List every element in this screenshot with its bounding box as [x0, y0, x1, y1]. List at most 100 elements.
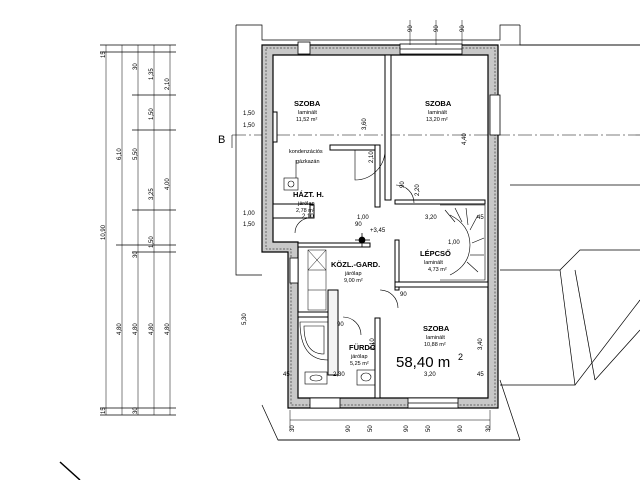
svg-text:2,10: 2,10 [302, 214, 314, 220]
svg-text:45: 45 [283, 372, 290, 378]
svg-text:járólap: járólap [350, 354, 368, 360]
staircase [440, 204, 486, 281]
svg-text:laminált: laminált [298, 110, 317, 116]
boiler-label: kondenzációs gázkazán [289, 149, 323, 165]
level-marker [355, 233, 370, 247]
svg-text:11,52 m²: 11,52 m² [296, 117, 317, 123]
svg-text:LÉPCSŐ: LÉPCSŐ [420, 249, 451, 258]
section-mark: B [218, 134, 225, 146]
svg-text:2,10: 2,10 [370, 338, 376, 350]
svg-text:gázkazán: gázkazán [296, 159, 320, 165]
room-szoba-2: SZOBA laminált 13,20 m² [425, 99, 452, 123]
svg-text:4,80: 4,80 [149, 323, 155, 335]
bathroom-fixtures [299, 321, 376, 386]
svg-text:13,20 m²: 13,20 m² [426, 117, 448, 123]
svg-text:45: 45 [477, 215, 484, 221]
roof-right [500, 44, 640, 386]
svg-text:30: 30 [290, 425, 296, 432]
svg-text:4,80: 4,80 [133, 323, 139, 335]
svg-text:90: 90 [355, 222, 362, 228]
svg-text:2,10: 2,10 [369, 151, 375, 163]
total-area: 58,40 m 2 [396, 352, 463, 371]
svg-text:9,00 m²: 9,00 m² [344, 278, 363, 284]
svg-text:3,60: 3,60 [362, 118, 368, 130]
svg-text:30: 30 [133, 63, 139, 70]
roof-outline [235, 24, 640, 441]
svg-text:4,80: 4,80 [165, 323, 171, 335]
svg-text:90: 90 [346, 425, 352, 432]
svg-text:3,20: 3,20 [424, 372, 436, 378]
svg-text:3,25: 3,25 [149, 188, 155, 200]
room-haztartas: HÁZT. H. járólap 2,78 m² [293, 190, 324, 214]
windows [289, 41, 501, 409]
svg-text:10,90: 10,90 [101, 224, 107, 240]
svg-text:SZOBA: SZOBA [294, 99, 321, 108]
svg-text:5,50: 5,50 [133, 148, 139, 160]
svg-text:45: 45 [477, 372, 484, 378]
svg-text:KÖZL.-GARD.: KÖZL.-GARD. [331, 260, 380, 269]
svg-text:50: 50 [426, 425, 432, 432]
svg-text:4,00: 4,00 [165, 178, 171, 190]
svg-text:30: 30 [133, 251, 139, 258]
svg-text:4,80: 4,80 [117, 323, 123, 335]
dim-lines-topbottom [289, 20, 491, 430]
svg-text:1,35: 1,35 [149, 68, 155, 80]
level-label: +3,45 [370, 228, 386, 234]
svg-text:2: 2 [458, 352, 463, 362]
dim-text-left: 15 10,90 15 6,10 4,80 30 5,50 30 4,80 30… [101, 51, 171, 414]
svg-text:laminált: laminált [426, 335, 445, 341]
svg-text:SZOBA: SZOBA [425, 99, 452, 108]
section-line-b [231, 134, 640, 148]
north-arrow-icon [59, 461, 81, 480]
svg-text:90: 90 [434, 25, 440, 32]
svg-text:FÜRDŐ: FÜRDŐ [349, 343, 376, 352]
svg-text:laminált: laminált [424, 260, 443, 266]
svg-text:HÁZT. H.: HÁZT. H. [293, 190, 324, 199]
svg-text:90: 90 [400, 181, 406, 188]
svg-text:10,88 m²: 10,88 m² [424, 342, 446, 348]
svg-text:5,25 m²: 5,25 m² [350, 361, 369, 367]
svg-text:1,00: 1,00 [357, 215, 369, 221]
svg-text:járólap: járólap [344, 271, 362, 277]
svg-text:laminált: laminált [428, 110, 447, 116]
doors [294, 149, 415, 336]
svg-text:90: 90 [458, 425, 464, 432]
svg-text:3,20: 3,20 [425, 215, 437, 221]
svg-text:3,40: 3,40 [478, 338, 484, 350]
dim-text-top: 90 90 90 [408, 25, 466, 32]
svg-text:1,00: 1,00 [448, 240, 460, 246]
wardrobes [307, 249, 327, 311]
svg-text:90: 90 [337, 322, 344, 328]
svg-text:1,50: 1,50 [243, 222, 255, 228]
svg-text:15: 15 [101, 407, 107, 414]
room-kozl-gard: KÖZL.-GARD. járólap 9,00 m² [331, 260, 380, 284]
svg-text:5,30: 5,30 [242, 313, 248, 325]
outer-walls [261, 44, 499, 409]
room-szoba-3: SZOBA laminált 10,88 m² [423, 324, 450, 348]
boiler-symbol [283, 160, 299, 191]
svg-text:30: 30 [486, 425, 492, 432]
svg-text:2,30: 2,30 [333, 372, 345, 378]
svg-text:1,50: 1,50 [149, 236, 155, 248]
svg-text:1,50: 1,50 [149, 108, 155, 120]
room-szoba-1: SZOBA laminált 11,52 m² [294, 99, 321, 123]
svg-text:1,50: 1,50 [243, 123, 255, 129]
svg-text:2,10: 2,10 [165, 78, 171, 90]
room-furdo: FÜRDŐ járólap 5,25 m² [349, 343, 376, 367]
svg-text:50: 50 [368, 425, 374, 432]
svg-text:járólap: járólap [297, 201, 315, 207]
svg-text:30: 30 [133, 407, 139, 414]
svg-text:kondenzációs: kondenzációs [289, 149, 323, 155]
room-lepcso: LÉPCSŐ laminált 4,73 m² [420, 249, 451, 273]
svg-text:4,73 m²: 4,73 m² [428, 267, 447, 273]
svg-text:90: 90 [460, 25, 466, 32]
dim-lines-left [100, 44, 176, 416]
dim-text-inner: 1,50 1,50 1,00 1,50 1,00 3,60 4,40 2,10 … [242, 111, 484, 378]
svg-text:58,40 m: 58,40 m [396, 354, 450, 371]
svg-text:90: 90 [400, 292, 407, 298]
inner-walls [272, 54, 489, 399]
svg-text:6,10: 6,10 [117, 148, 123, 160]
svg-text:2,20: 2,20 [415, 184, 421, 196]
dim-text-bottom: 30 90 50 90 90 50 30 [290, 425, 492, 432]
